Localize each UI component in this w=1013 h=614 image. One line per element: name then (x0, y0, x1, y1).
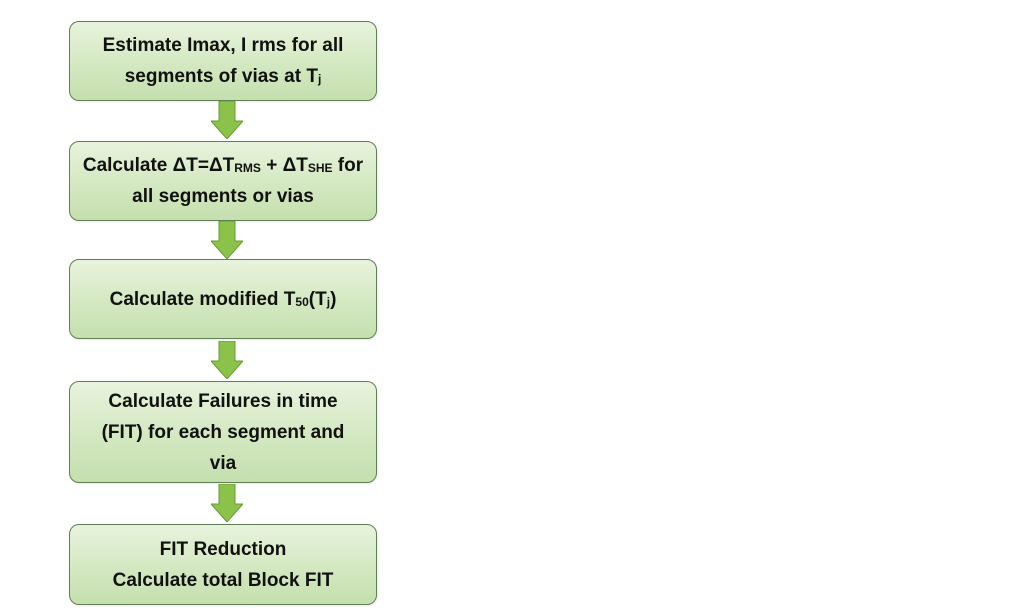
step-1-line-2: segments of vias at Tj (103, 61, 344, 92)
step-3-subscript-50: 50 (295, 294, 309, 309)
step-calculate-fit: Calculate Failures in time (FIT) for eac… (69, 381, 377, 483)
step-calculate-modified-t50: Calculate modified T50(Tj) (69, 259, 377, 339)
step-3-text-c: ) (330, 288, 337, 310)
step-2-line-1: Calculate ΔT=ΔTRMS + ΔTSHE for (83, 150, 363, 181)
down-arrow-icon (211, 101, 243, 139)
step-4-line-3: via (209, 452, 237, 474)
step-2-text-a: Calculate ΔT=ΔT (82, 155, 235, 176)
step-2-subscript-she: SHE (307, 161, 333, 175)
down-arrow-icon (211, 221, 243, 259)
step-3-subscript-j: j (326, 294, 331, 309)
step-2-text-b: + ΔT (260, 155, 308, 176)
step-5-line-2: Calculate total Block FIT (112, 569, 334, 591)
down-arrow-icon (211, 484, 243, 522)
step-2-text-c: for (332, 155, 364, 176)
step-4-line-2: (FIT) for each segment and (101, 421, 345, 443)
step-1-subscript-j: j (317, 72, 322, 86)
step-2-subscript-rms: RMS (234, 161, 261, 175)
step-5-line-1: FIT Reduction (159, 538, 287, 560)
step-1-line-1: Estimate Imax, I rms for all (102, 35, 344, 56)
step-3-text-a: Calculate modified T (109, 288, 296, 310)
down-arrow-icon (211, 341, 243, 379)
step-calculate-delta-t: Calculate ΔT=ΔTRMS + ΔTSHE for all segme… (69, 141, 377, 221)
step-3-text-b: (T (308, 288, 327, 310)
step-3-line-1: Calculate modified T50(Tj) (110, 284, 337, 315)
step-fit-reduction: FIT Reduction Calculate total Block FIT (69, 524, 377, 605)
step-2-line-2: all segments or vias (132, 186, 314, 207)
step-4-line-1: Calculate Failures in time (108, 390, 338, 412)
step-1-line-2-text: segments of vias at T (124, 66, 318, 87)
step-estimate-currents: Estimate Imax, I rms for all segments of… (69, 21, 377, 101)
